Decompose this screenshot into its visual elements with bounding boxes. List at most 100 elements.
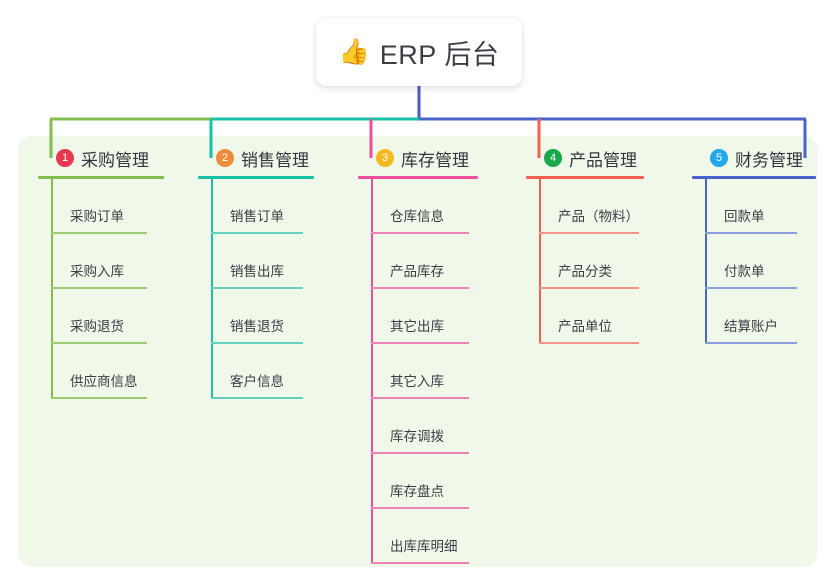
branch-underline-4 (526, 176, 644, 179)
leaf-node[interactable]: 销售退货 (198, 289, 334, 344)
branch-badge-4: 4 (544, 149, 562, 167)
branch-spine-2 (211, 179, 213, 399)
leaf-node[interactable]: 供应商信息 (38, 344, 184, 399)
leaf-node[interactable]: 其它出库 (358, 289, 498, 344)
branch-title-2: 销售管理 (241, 150, 309, 170)
branch-header-1[interactable]: 1 采购管理 (38, 146, 184, 170)
branch-title-4: 产品管理 (569, 150, 637, 170)
leaf-underline (211, 342, 303, 344)
leaf-node[interactable]: 产品单位 (526, 289, 664, 344)
leaf-node[interactable]: 出库库明细 (358, 509, 498, 564)
leaf-label: 采购订单 (70, 209, 124, 224)
leaf-node[interactable]: 库存调拨 (358, 399, 498, 454)
leaf-node[interactable]: 采购退货 (38, 289, 184, 344)
branch-column-1: 1 采购管理采购订单采购入库采购退货供应商信息 (38, 146, 184, 399)
branch-column-2: 2 销售管理销售订单销售出库销售退货客户信息 (198, 146, 334, 399)
leaf-underline (51, 232, 147, 234)
leaf-label: 结算账户 (724, 319, 778, 334)
leaf-node[interactable]: 采购订单 (38, 179, 184, 234)
leaf-node[interactable]: 采购入库 (38, 234, 184, 289)
leaf-label: 产品库存 (390, 264, 444, 279)
leaf-node[interactable]: 付款单 (692, 234, 836, 289)
leaf-node[interactable]: 销售出库 (198, 234, 334, 289)
leaf-label: 其它出库 (390, 319, 444, 334)
leaf-label: 销售退货 (230, 319, 284, 334)
leaf-underline (539, 232, 639, 234)
branch-column-5: 5 财务管理回款单付款单结算账户 (692, 146, 836, 344)
root-node[interactable]: 👍 ERP 后台 (316, 18, 522, 86)
branch-spine-3 (371, 179, 373, 564)
leaf-label: 采购退货 (70, 319, 124, 334)
leaf-underline (539, 287, 639, 289)
leaf-label: 产品分类 (558, 264, 612, 279)
thumbs-up-icon: 👍 (338, 37, 370, 66)
leaf-underline (371, 507, 469, 509)
leaf-node[interactable]: 客户信息 (198, 344, 334, 399)
leaf-label: 仓库信息 (390, 209, 444, 224)
leaf-node[interactable]: 库存盘点 (358, 454, 498, 509)
branch-spine-5 (705, 179, 707, 344)
branch-badge-3: 3 (376, 149, 394, 167)
leaf-underline (371, 232, 469, 234)
leaf-label: 产品（物料） (558, 209, 639, 224)
branch-badge-1: 1 (56, 149, 74, 167)
leaf-underline (51, 287, 147, 289)
branch-leaf-list-2: 销售订单销售出库销售退货客户信息 (198, 179, 334, 399)
leaf-underline (211, 397, 303, 399)
leaf-label: 其它入库 (390, 374, 444, 389)
leaf-label: 库存盘点 (390, 484, 444, 499)
branch-underline-2 (198, 176, 314, 179)
branch-title-5: 财务管理 (735, 150, 803, 170)
branch-column-4: 4 产品管理产品（物料） 产品分类产品单位 (526, 146, 664, 344)
leaf-node[interactable]: 销售订单 (198, 179, 334, 234)
branch-underline-1 (38, 176, 164, 179)
branch-underline-3 (358, 176, 478, 179)
leaf-node[interactable]: 产品库存 (358, 234, 498, 289)
branch-underline-5 (692, 176, 816, 179)
branch-header-2[interactable]: 2 销售管理 (198, 146, 334, 170)
leaf-underline (51, 342, 147, 344)
leaf-node[interactable]: 产品（物料） (526, 179, 664, 234)
leaf-underline (705, 342, 797, 344)
branch-title-1: 采购管理 (81, 150, 149, 170)
leaf-underline (51, 397, 147, 399)
leaf-label: 出库库明细 (390, 539, 458, 554)
leaf-underline (371, 562, 469, 564)
branches-panel (18, 136, 818, 567)
leaf-label: 销售出库 (230, 264, 284, 279)
leaf-node[interactable]: 仓库信息 (358, 179, 498, 234)
leaf-underline (539, 342, 639, 344)
leaf-node[interactable]: 产品分类 (526, 234, 664, 289)
leaf-node[interactable]: 其它入库 (358, 344, 498, 399)
branch-header-4[interactable]: 4 产品管理 (526, 146, 664, 170)
leaf-label: 产品单位 (558, 319, 612, 334)
leaf-underline (211, 287, 303, 289)
leaf-node[interactable]: 结算账户 (692, 289, 836, 344)
branch-badge-5: 5 (710, 149, 728, 167)
branch-spine-4 (539, 179, 541, 344)
leaf-underline (705, 287, 797, 289)
leaf-underline (211, 232, 303, 234)
branch-spine-1 (51, 179, 53, 399)
leaf-underline (371, 287, 469, 289)
root-title: ERP 后台 (379, 39, 500, 70)
leaf-underline (371, 452, 469, 454)
leaf-label: 客户信息 (230, 374, 284, 389)
leaf-label: 回款单 (724, 209, 765, 224)
leaf-label: 采购入库 (70, 264, 124, 279)
leaf-label: 库存调拨 (390, 429, 444, 444)
branch-header-5[interactable]: 5 财务管理 (692, 146, 836, 170)
leaf-underline (705, 232, 797, 234)
branch-badge-2: 2 (216, 149, 234, 167)
leaf-underline (371, 397, 469, 399)
branch-leaf-list-3: 仓库信息产品库存其它出库其它入库库存调拨库存盘点出库库明细 (358, 179, 498, 564)
leaf-node[interactable]: 回款单 (692, 179, 836, 234)
branch-leaf-list-5: 回款单付款单结算账户 (692, 179, 836, 344)
leaf-label: 付款单 (724, 264, 765, 279)
leaf-underline (371, 342, 469, 344)
branch-leaf-list-1: 采购订单采购入库采购退货供应商信息 (38, 179, 184, 399)
leaf-label: 供应商信息 (70, 374, 138, 389)
